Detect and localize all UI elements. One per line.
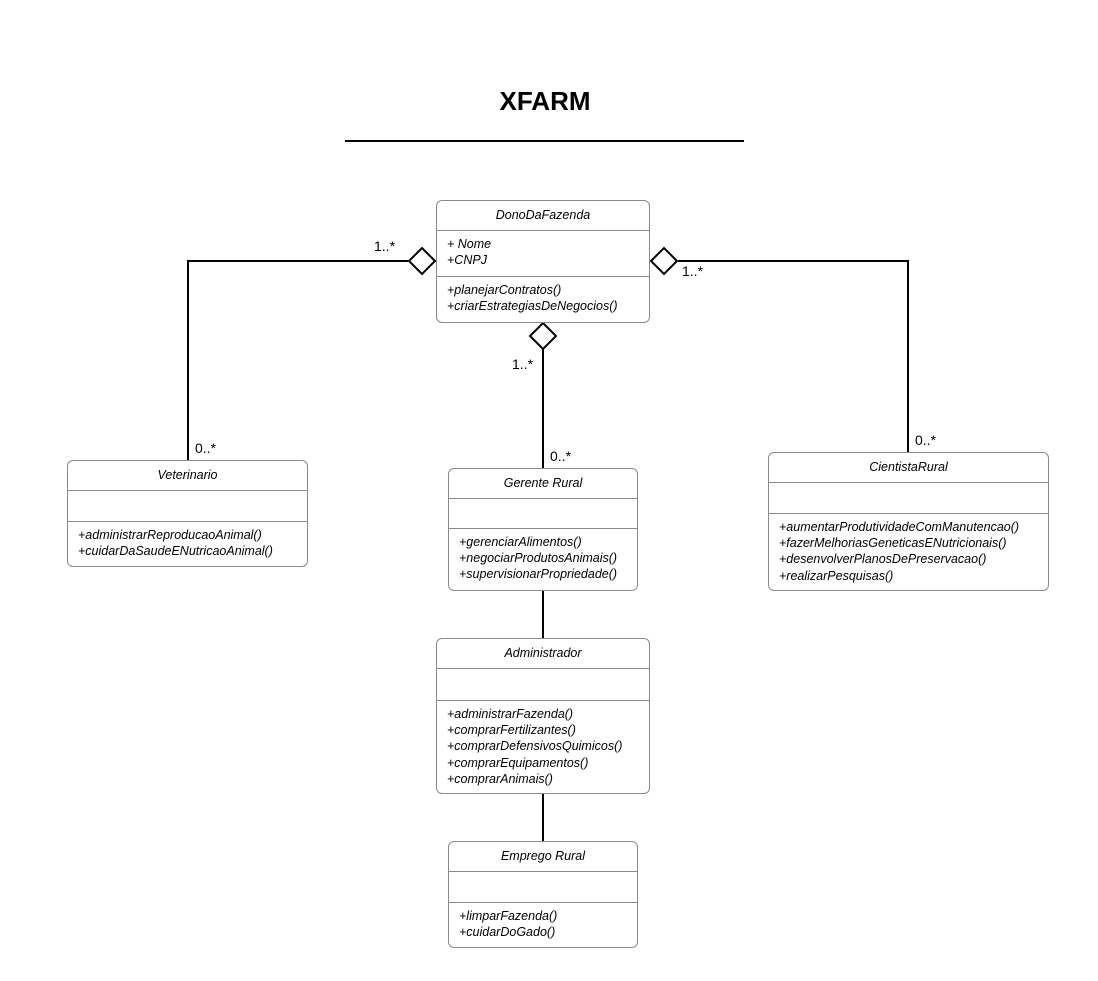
method: +gerenciarAlimentos() xyxy=(459,535,582,549)
class-emprego-rural[interactable]: Emprego Rural +limparFazenda() +cuidarDo… xyxy=(448,841,638,948)
method: +fazerMelhoriasGeneticasENutricionais() xyxy=(779,536,1007,551)
attributes-section xyxy=(437,669,649,701)
method: +criarEstrategiasDeNegocios() xyxy=(447,299,618,314)
method: +cuidarDaSaudeENutricaoAnimal() xyxy=(78,544,273,559)
multiplicity-dono-gerente: 1..* xyxy=(512,356,534,372)
multiplicity-dono-veterinario: 1..* xyxy=(374,238,396,254)
class-name: Gerente Rural xyxy=(449,469,637,499)
method: +realizarPesquisas() xyxy=(779,568,894,583)
aggregation-diamond-dono-veterinario xyxy=(407,246,437,276)
method: +comprarAnimais() xyxy=(447,771,553,786)
class-name: Administrador xyxy=(437,639,649,669)
method: +limparFazenda() xyxy=(459,909,558,923)
method: +administrarFazenda() xyxy=(447,707,574,721)
method: +comprarFertilizantes() xyxy=(447,723,576,738)
method: +comprarDefensivosQuimicos() xyxy=(447,739,623,754)
class-gerente-rural[interactable]: Gerente Rural +gerenciarAlimentos() +neg… xyxy=(448,468,638,591)
methods-section: +limparFazenda() +cuidarDoGado() xyxy=(449,903,637,944)
attributes-section xyxy=(449,499,637,529)
method: +administrarReproducaoAnimal() xyxy=(78,528,262,542)
methods-section: +aumentarProdutividadeComManutencao() +f… xyxy=(769,514,1048,588)
method: +cuidarDoGado() xyxy=(459,925,556,940)
association-line-dono-veterinario xyxy=(187,260,408,461)
class-veterinario[interactable]: Veterinario +administrarReproducaoAnimal… xyxy=(67,460,308,567)
method: +supervisionarPropriedade() xyxy=(459,567,618,582)
attribute: +CNPJ xyxy=(447,253,487,268)
title-underline xyxy=(345,140,744,142)
method: +desenvolverPlanosDePreservacao() xyxy=(779,552,987,567)
attributes-section xyxy=(449,872,637,903)
class-dono-da-fazenda[interactable]: DonoDaFazenda + Nome +CNPJ +planejarCont… xyxy=(436,200,650,323)
multiplicity-gerente: 0..* xyxy=(550,448,572,464)
method: +comprarEquipamentos() xyxy=(447,755,589,770)
methods-section: +administrarReproducaoAnimal() +cuidarDa… xyxy=(68,522,307,563)
multiplicity-dono-cientista: 1..* xyxy=(682,263,704,279)
attributes-section: + Nome +CNPJ xyxy=(437,231,649,277)
class-name: Emprego Rural xyxy=(449,842,637,872)
class-cientista-rural[interactable]: CientistaRural +aumentarProdutividadeCom… xyxy=(768,452,1049,591)
multiplicity-veterinario: 0..* xyxy=(195,440,217,456)
attributes-section xyxy=(68,491,307,522)
diagram-title: XFARM xyxy=(499,86,591,116)
class-name: Veterinario xyxy=(68,461,307,491)
class-administrador[interactable]: Administrador +administrarFazenda() +com… xyxy=(436,638,650,794)
aggregation-diamond-dono-cientista xyxy=(649,246,679,276)
association-line-dono-cientista xyxy=(678,260,909,453)
methods-section: +administrarFazenda() +comprarFertilizan… xyxy=(437,701,649,791)
attribute: + Nome xyxy=(447,237,492,251)
class-name: CientistaRural xyxy=(769,453,1048,483)
attributes-section xyxy=(769,483,1048,514)
aggregation-diamond-dono-gerente xyxy=(528,321,558,351)
multiplicity-cientista: 0..* xyxy=(915,432,937,448)
class-name: DonoDaFazenda xyxy=(437,201,649,231)
methods-section: +planejarContratos() +criarEstrategiasDe… xyxy=(437,277,649,318)
method: +planejarContratos() xyxy=(447,283,562,297)
method: +aumentarProdutividadeComManutencao() xyxy=(779,520,1020,534)
method: +negociarProdutosAnimais() xyxy=(459,551,618,566)
methods-section: +gerenciarAlimentos() +negociarProdutosA… xyxy=(449,529,637,587)
